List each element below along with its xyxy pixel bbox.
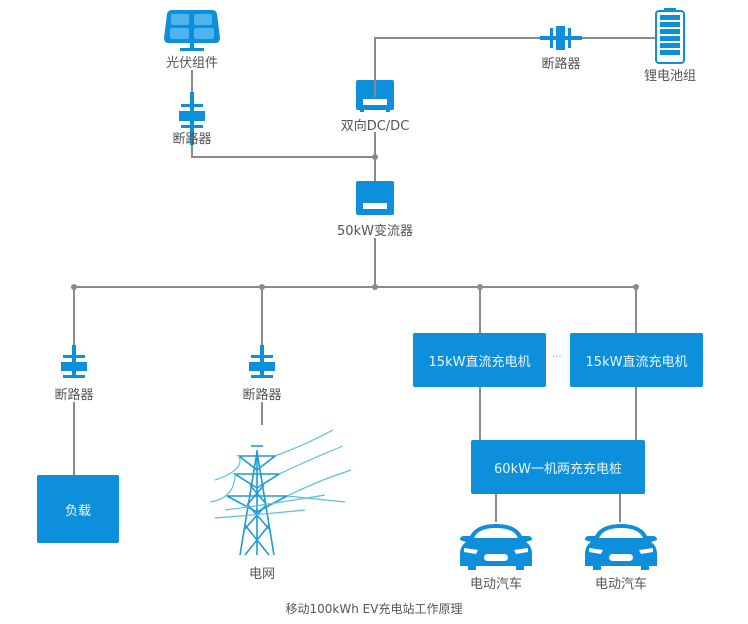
battery-label: 锂电池组 [643,69,697,84]
junction-dots [71,154,639,290]
ev1-label: 电动汽车 [469,577,523,592]
ev2-label: 电动汽车 [594,577,648,592]
pv-breaker-label: 断路器 [172,132,212,147]
converter-icon [356,80,394,112]
charger1-box: 15kW直流充电机 [413,333,546,387]
line-pv-to-bus [191,145,375,158]
breaker-icon [540,26,582,50]
ellipsis: ··· [552,352,562,363]
breaker-icon [61,345,87,378]
battery-icon [655,8,685,64]
inverter-label: 50kW变流器 [337,224,413,239]
junction-dot [477,284,483,290]
charger2-box: 15kW直流充电机 [570,333,703,387]
pv-label: 光伏组件 [165,56,219,71]
dcdc-label: 双向DC/DC [340,119,410,134]
breaker-icon [179,92,205,145]
line-dcdc-to-breaker [374,37,540,80]
connection-lines [73,37,655,522]
junction-dot [372,154,378,160]
junction-dot [71,284,77,290]
solar-panel-icon [164,10,220,51]
breaker-icon [249,345,275,378]
diagram-caption: 移动100kWh EV充电站工作原理 [285,602,463,616]
battery-breaker-label: 断路器 [541,57,581,72]
load-breaker-label: 断路器 [54,388,94,403]
grid-breaker-label: 断路器 [242,388,282,403]
converter-icon [356,181,394,215]
car-icon [585,524,657,570]
load-box: 负载 [37,475,119,543]
junction-dot [372,284,378,290]
car-icon [460,524,532,570]
junction-dot [633,284,639,290]
pile-box: 60kW一机两充充电桩 [471,440,645,494]
power-tower-icon [209,429,352,556]
grid-label: 电网 [248,567,276,582]
junction-dot [259,284,265,290]
